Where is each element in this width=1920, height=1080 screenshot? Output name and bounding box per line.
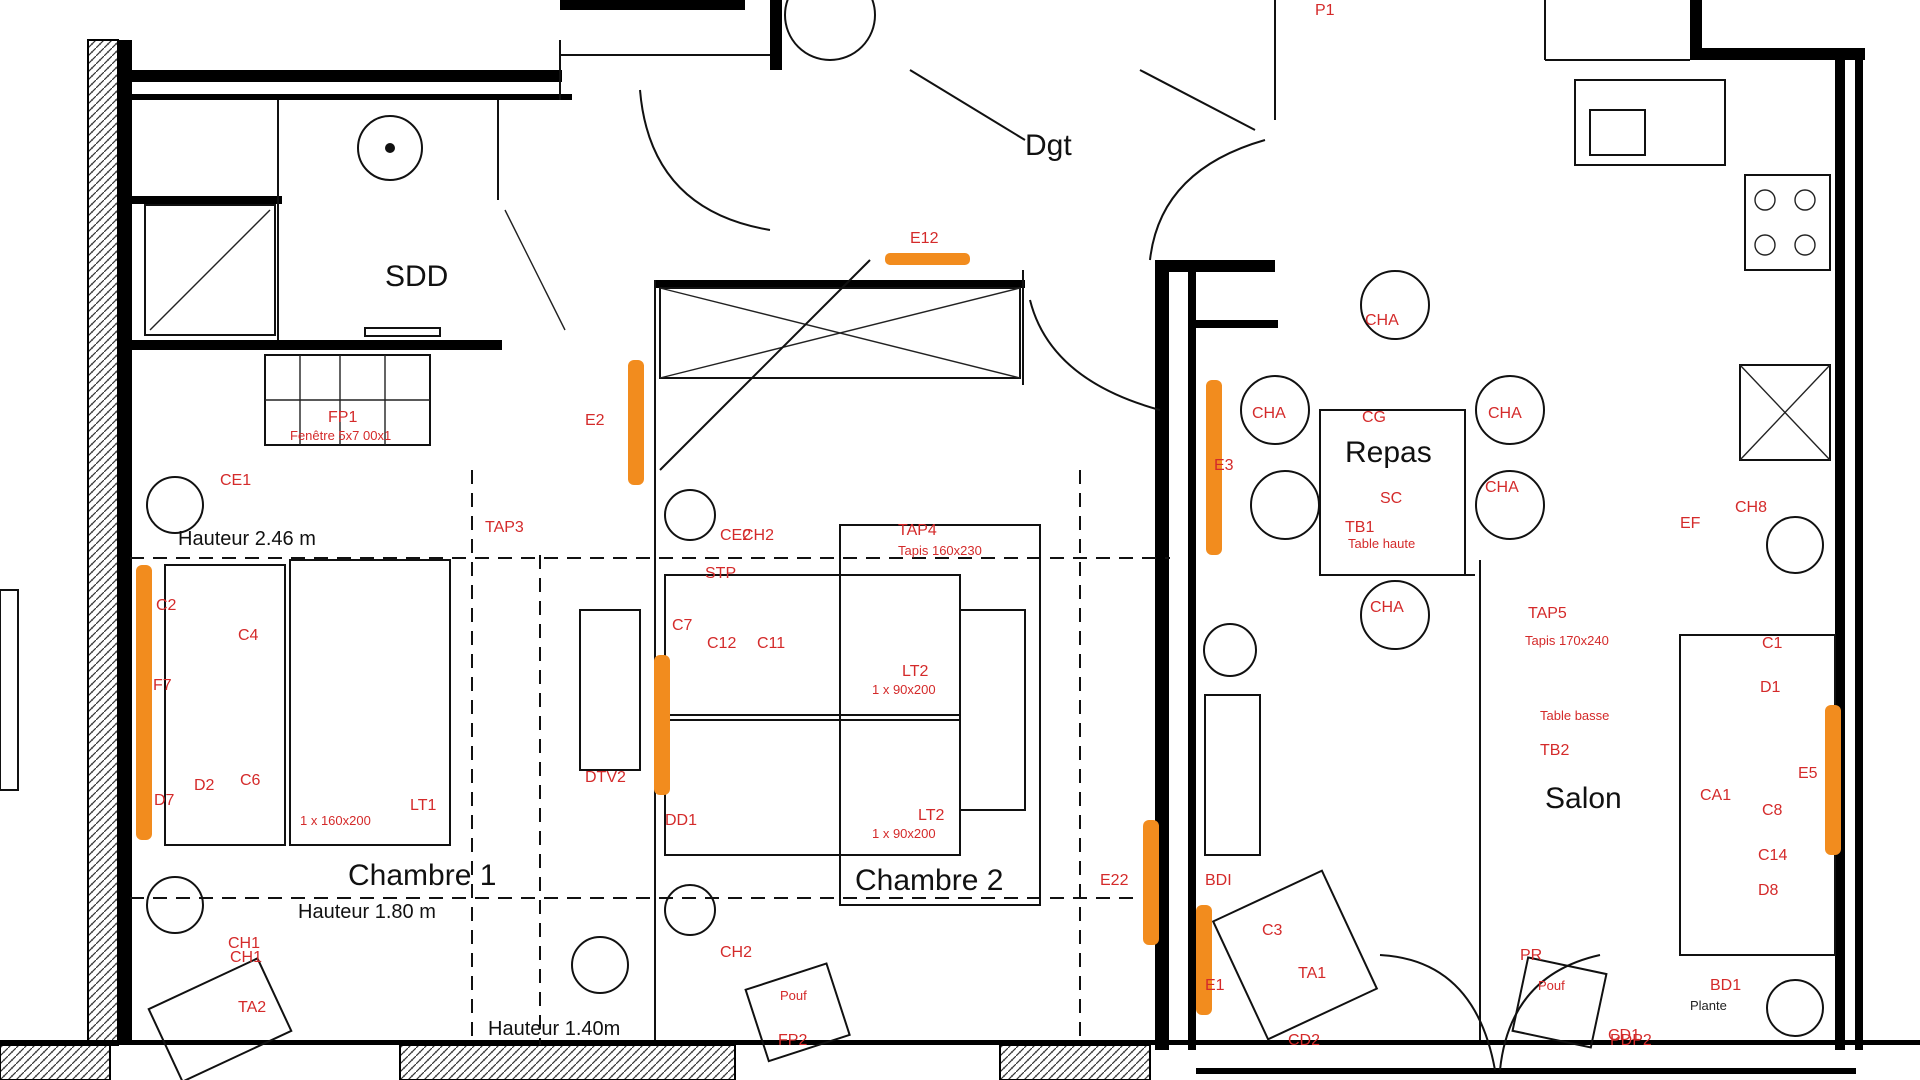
label-pr: PR	[1520, 947, 1542, 964]
height-bottom: Hauteur 1.40m	[488, 1018, 620, 1040]
label-ch2: CH2	[720, 944, 752, 961]
label-ch1: CH1	[228, 935, 260, 952]
label-p1: P1	[1315, 2, 1335, 19]
room-label-salon: Salon	[1545, 782, 1622, 815]
note-lt1: 1 x 160x200	[300, 813, 371, 828]
label-e3: E3	[1214, 457, 1234, 474]
window-salon-right	[1825, 705, 1841, 855]
label-cd1: CD1	[1608, 1027, 1640, 1044]
label-sc: SC	[1380, 490, 1402, 507]
label-c11: C11	[757, 635, 785, 652]
label-ch2b: CH2	[742, 527, 774, 544]
label-dd1: DD1	[665, 812, 697, 829]
window-salon-left	[1196, 905, 1212, 1015]
label-ce2: CE2	[720, 527, 751, 544]
note-pouf-1: Pouf	[780, 988, 807, 1003]
window-repas	[1206, 380, 1222, 555]
window-chambre1	[136, 565, 152, 840]
label-bd1: BD1	[1710, 977, 1741, 994]
label-cha-right: CHA	[1488, 405, 1522, 422]
windows	[136, 253, 1841, 1015]
note-tb1: Table haute	[1348, 536, 1415, 551]
label-ch1b: CH1	[230, 949, 262, 966]
label-ta1: TA1	[1298, 965, 1326, 982]
room-label-chambre1: Chambre 1	[348, 859, 496, 892]
label-tb1: TB1	[1345, 519, 1374, 536]
note-lt2a: 1 x 90x200	[872, 682, 936, 697]
label-c1: C1	[1762, 635, 1783, 652]
label-tap4: TAP4	[898, 522, 937, 539]
note-pouf-2: Pouf	[1538, 978, 1565, 993]
label-e5: E5	[1798, 765, 1818, 782]
note-fp1: Fenêtre 5x7 00x1	[290, 428, 391, 443]
window-chambre2	[654, 655, 670, 795]
height-chambre1-bottom: Hauteur 1.80 m	[298, 901, 436, 923]
label-f7: F7	[153, 677, 172, 694]
note-tap5: Tapis 170x240	[1525, 633, 1609, 648]
label-c2: C2	[156, 597, 177, 614]
label-e12: E12	[910, 230, 939, 247]
label-cha-rbot: CHA	[1485, 479, 1519, 496]
label-fp2: FP2	[778, 1032, 807, 1049]
label-d8: D8	[1758, 882, 1779, 899]
label-e1: E1	[1205, 977, 1225, 994]
label-tb2: TB2	[1540, 742, 1569, 759]
label-ch8: CH8	[1735, 499, 1767, 516]
window-e2	[628, 360, 644, 485]
label-c8: C8	[1762, 802, 1783, 819]
furniture	[0, 0, 1836, 1080]
label-ce1: CE1	[220, 472, 251, 489]
height-chambre1-top: Hauteur 2.46 m	[178, 528, 316, 550]
label-c7: C7	[672, 617, 693, 634]
label-lt2b: LT2	[918, 807, 944, 824]
room-label-dgt: Dgt	[1025, 129, 1072, 162]
label-lt1: LT1	[410, 797, 436, 814]
room-label-chambre2: Chambre 2	[855, 864, 1003, 897]
label-e2: E2	[585, 412, 605, 429]
label-bdi: BDI	[1205, 872, 1232, 889]
label-c3: C3	[1262, 922, 1283, 939]
label-d2: D2	[194, 777, 215, 794]
element-labels: E12 E2 E22 E3 E5 E1 P1 FP1 Fenêtre 5x7 0…	[153, 2, 1818, 1049]
label-e22: E22	[1100, 872, 1129, 889]
label-lt2a: LT2	[902, 663, 928, 680]
label-fp1: FP1	[328, 409, 357, 426]
label-cha-top: CHA	[1365, 312, 1399, 329]
label-pdp2: PDP2	[1610, 1032, 1652, 1049]
label-cha-left: CHA	[1252, 405, 1286, 422]
label-ta2: TA2	[238, 999, 266, 1016]
label-ef: EF	[1680, 515, 1701, 532]
note-plante: Plante	[1690, 998, 1727, 1013]
label-c14: C14	[1758, 847, 1787, 864]
label-c12: C12	[707, 635, 736, 652]
label-cha-bot: CHA	[1370, 599, 1404, 616]
note-lt2b: 1 x 90x200	[872, 826, 936, 841]
room-label-repas: Repas	[1345, 436, 1432, 469]
label-c4: C4	[238, 627, 259, 644]
label-d7: D7	[154, 792, 175, 809]
label-tap3: TAP3	[485, 519, 524, 536]
room-labels: SDD Dgt Chambre 1 Chambre 2 Repas Salon	[348, 129, 1622, 897]
height-annotations: Hauteur 2.46 m Hauteur 1.80 m Hauteur 1.…	[178, 528, 620, 1040]
window-e12	[885, 253, 970, 265]
label-d1: D1	[1760, 679, 1781, 696]
label-ca1: CA1	[1700, 787, 1731, 804]
label-cg: CG	[1362, 409, 1386, 426]
label-tap5: TAP5	[1528, 605, 1567, 622]
room-label-sdd: SDD	[385, 260, 448, 293]
note-tap4: Tapis 160x230	[898, 543, 982, 558]
window-e22	[1143, 820, 1159, 945]
label-cd2: CD2	[1288, 1032, 1320, 1049]
label-dtv2: DTV2	[585, 769, 626, 786]
note-tb2: Table basse	[1540, 708, 1609, 723]
label-c6: C6	[240, 772, 261, 789]
label-stp: STP	[705, 565, 736, 582]
